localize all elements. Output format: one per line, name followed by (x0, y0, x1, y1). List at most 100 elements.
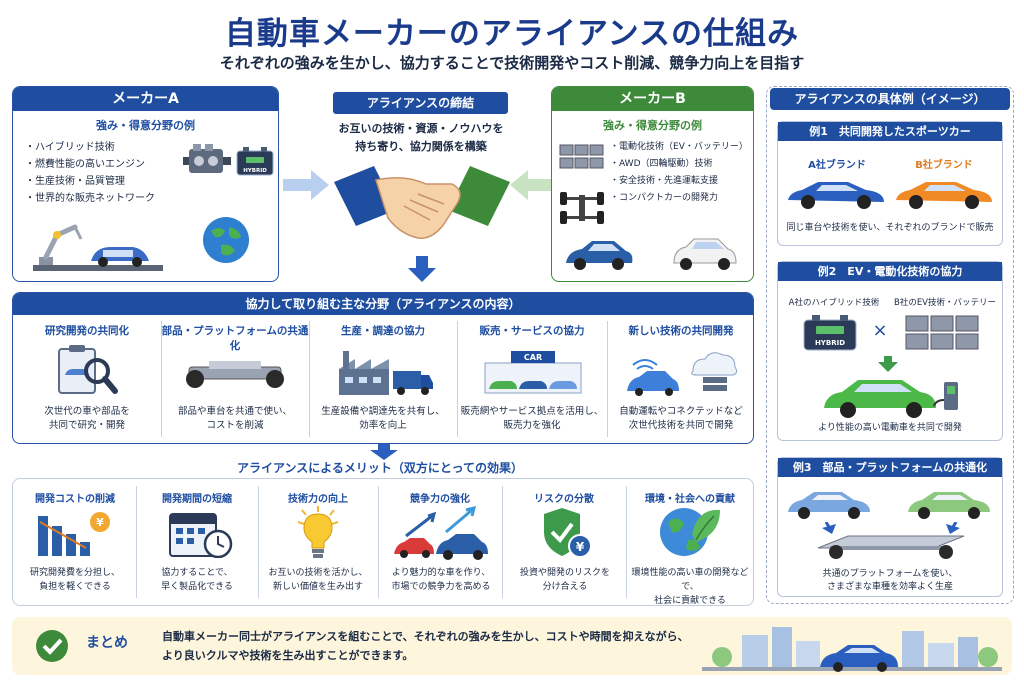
city-car-illustration (702, 627, 1002, 672)
dealership-icon: CAR (484, 351, 582, 394)
coop-item-desc: 生産設備や調達先を共有し、効率を向上 (321, 406, 445, 431)
maker-a-panel: メーカーA 強み・得意分野の例 ハイブリッド技術 燃費性能の高いエンジン 生産技… (12, 86, 279, 282)
times-symbol: × (872, 320, 888, 341)
cars-growth-icon (394, 505, 488, 560)
maker-a-strength-item: ハイブリッド技術 (25, 139, 155, 156)
maker-a-strength-item: 燃費性能の高いエンジン (25, 156, 155, 173)
shared-platform-icon (817, 522, 965, 559)
example-2-label-b: B社のEV技術・バッテリー (893, 298, 997, 308)
maker-a-strength-list: ハイブリッド技術 燃費性能の高いエンジン 生産技術・品質管理 世界的な販売ネット… (25, 139, 155, 207)
cooperation-panel: 協力して取り組む主な分野（アライアンスの内容） 研究開発の共同化 部品・プラット… (12, 292, 754, 444)
merit-desc: 投資や開発のリスクを分け合える (519, 568, 610, 592)
merit-time: 開発期間の短縮 (162, 494, 232, 505)
hybrid-badge-text: HYBRID (815, 339, 845, 347)
globe-icon (203, 217, 249, 263)
lightbulb-icon (297, 506, 339, 558)
platform-chassis-icon (186, 361, 284, 388)
coop-item-title: 生産・調達の協力 (341, 325, 425, 337)
maker-b-strength-item: AWD（四輪駆動）技術 (610, 156, 748, 173)
check-circle-icon (36, 630, 68, 662)
maker-b-strengths-title: 強み・得意分野の例 (603, 119, 702, 132)
coop-item-title: 部品・プラットフォームの共通化 (161, 325, 309, 352)
maker-a-strengths-title: 強み・得意分野の例 (96, 119, 195, 132)
hybrid-battery-icon: HYBRID (803, 315, 857, 351)
merit-desc: 環境性能の高い車の開発などで、社会に貢献できる (631, 568, 749, 606)
example-2-card: 例2 EV・電動化技術の協力 A社のハイブリッド技術 B社のEV技術・バッテリー… (777, 261, 1003, 441)
awd-chassis-icon (560, 192, 604, 224)
arrow-right-icon (283, 170, 329, 200)
page-subtitle: それぞれの強みを生かし、協力することで技術開発やコスト削減、競争力向上を目指す (219, 54, 805, 72)
car-sign-text: CAR (524, 353, 542, 362)
example-2-title: 例2 EV・電動化技術の協力 (778, 262, 1002, 281)
coop-item-platform: 部品・プラットフォームの共通化 (161, 323, 309, 353)
connected-car-cloud-icon (627, 352, 738, 396)
cost-down-chart-icon: ¥ (38, 512, 110, 556)
maker-a-strength-item: 世界的な販売ネットワーク (25, 190, 155, 207)
maker-b-strength-item: 安全技術・先進運転支援 (610, 173, 748, 190)
battery-pack-icon (905, 315, 979, 350)
coop-item-title: 研究開発の共同化 (45, 325, 129, 337)
examples-header: アライアンスの具体例（イメージ） (770, 88, 1010, 110)
coop-item-desc: 自動運転やコネクテッドなど次世代技術を共同で開発 (619, 406, 743, 431)
example-1-brand-a: A社ブランド (808, 160, 866, 171)
example-1-desc: 同じ車台や技術を使い、それぞれのブランドで販売 (786, 223, 994, 233)
maker-b-strength-item: 電動化技術（EV・バッテリー） (610, 139, 748, 156)
merit-desc: 研究開発費を分担し、負担を軽くできる (29, 568, 120, 592)
maker-a-strength-item: 生産技術・品質管理 (25, 173, 155, 190)
merits-panel (12, 478, 754, 606)
hybrid-battery-icon: HYBRID (236, 147, 274, 176)
example-3-desc: 共通のプラットフォームを使い、さまざまな車種を効率よく生産 (822, 569, 958, 592)
merit-tech: 技術力の向上 (288, 494, 348, 505)
coop-item-newtech: 新しい技術の共同開発 (607, 323, 753, 338)
examples-frame (766, 86, 1014, 604)
green-car-icon (908, 492, 990, 519)
coop-item-title: 新しい技術の共同開発 (628, 325, 734, 337)
maker-b-strength-item: コンパクトカーの開発力 (610, 190, 748, 207)
alliance-desc-line: お互いの技術・資源・ノウハウを (338, 122, 504, 135)
summary-line: 自動車メーカー同士がアライアンスを組むことで、それぞれの強みを生かし、コストや時… (162, 630, 689, 643)
example-3-title: 例3 部品・プラットフォームの共通化 (778, 458, 1002, 477)
coop-item-desc: 次世代の車や部品を共同で研究・開発 (44, 406, 130, 431)
page-title: 自動車メーカーのアライアンスの仕組み (224, 16, 800, 52)
coop-item-production: 生産・調達の協力 (309, 323, 457, 338)
merits-header: アライアンスによるメリット（双方にとっての効果） (237, 461, 523, 475)
coop-item-rnd: 研究開発の共同化 (13, 323, 161, 338)
green-ev-car-icon (824, 380, 958, 418)
example-1-title: 例1 共同開発したスポーツカー (778, 122, 1002, 141)
alliance-description: お互いの技術・資源・ノウハウを 持ち寄り、協力関係を構築 (310, 120, 532, 156)
globe-leaf-icon (660, 508, 720, 556)
merit-risk: リスクの分散 (534, 494, 594, 505)
hybrid-badge-text: HYBRID (243, 168, 267, 174)
example-1-brand-b: B社ブランド (915, 160, 973, 171)
cooperation-header: 協力して取り組む主な分野（アライアンスの内容） (13, 293, 753, 315)
merit-desc: 協力することで、早く製品化できる (161, 568, 233, 592)
merit-desc: お互いの技術を活かし、新しい価値を生み出す (268, 568, 368, 592)
blue-sportscar-icon (788, 182, 884, 209)
maker-b-strength-list: 電動化技術（EV・バッテリー） AWD（四輪駆動）技術 安全技術・先進運転支援 … (610, 139, 748, 207)
summary-line: より良いクルマや技術を生み出すことができます。 (162, 649, 414, 662)
handshake-icon (334, 166, 510, 239)
arrow-down-icon (408, 256, 436, 282)
factory-truck-icon (339, 351, 433, 395)
maker-a-header: メーカーA (13, 87, 278, 111)
merit-desc: より魅力的な車を作り、市場での競争力を高める (391, 568, 491, 592)
merit-competitive: 競争力の強化 (410, 494, 470, 505)
alliance-label: アライアンスの締結 (333, 92, 508, 114)
alliance-desc-line: 持ち寄り、協力関係を構築 (355, 140, 487, 153)
example-2-desc: より性能の高い電動車を共同で開発 (818, 423, 962, 433)
calendar-clock-icon (169, 513, 233, 558)
coop-item-desc: 部品や車台を共通で使い、コストを削減 (177, 406, 292, 431)
coop-item-sales: 販売・サービスの協力 (457, 323, 607, 338)
battery-pack-icon (559, 144, 604, 169)
coop-item-title: 販売・サービスの協力 (479, 325, 585, 337)
yen-text: ¥ (576, 540, 585, 554)
compact-car-icon (673, 238, 737, 270)
factory-robot-icon (33, 224, 163, 271)
shield-check-icon: ¥ (544, 508, 592, 558)
example-1-card: 例1 共同開発したスポーツカー A社ブランド B社ブランド 同じ車台や技術を使い… (777, 121, 1003, 246)
arrow-down-icon (878, 356, 898, 372)
orange-sportscar-icon (896, 182, 992, 209)
merit-cost: 開発コストの削減 (35, 494, 115, 505)
research-magnifier-icon (58, 345, 118, 394)
engine-icon (183, 144, 231, 173)
